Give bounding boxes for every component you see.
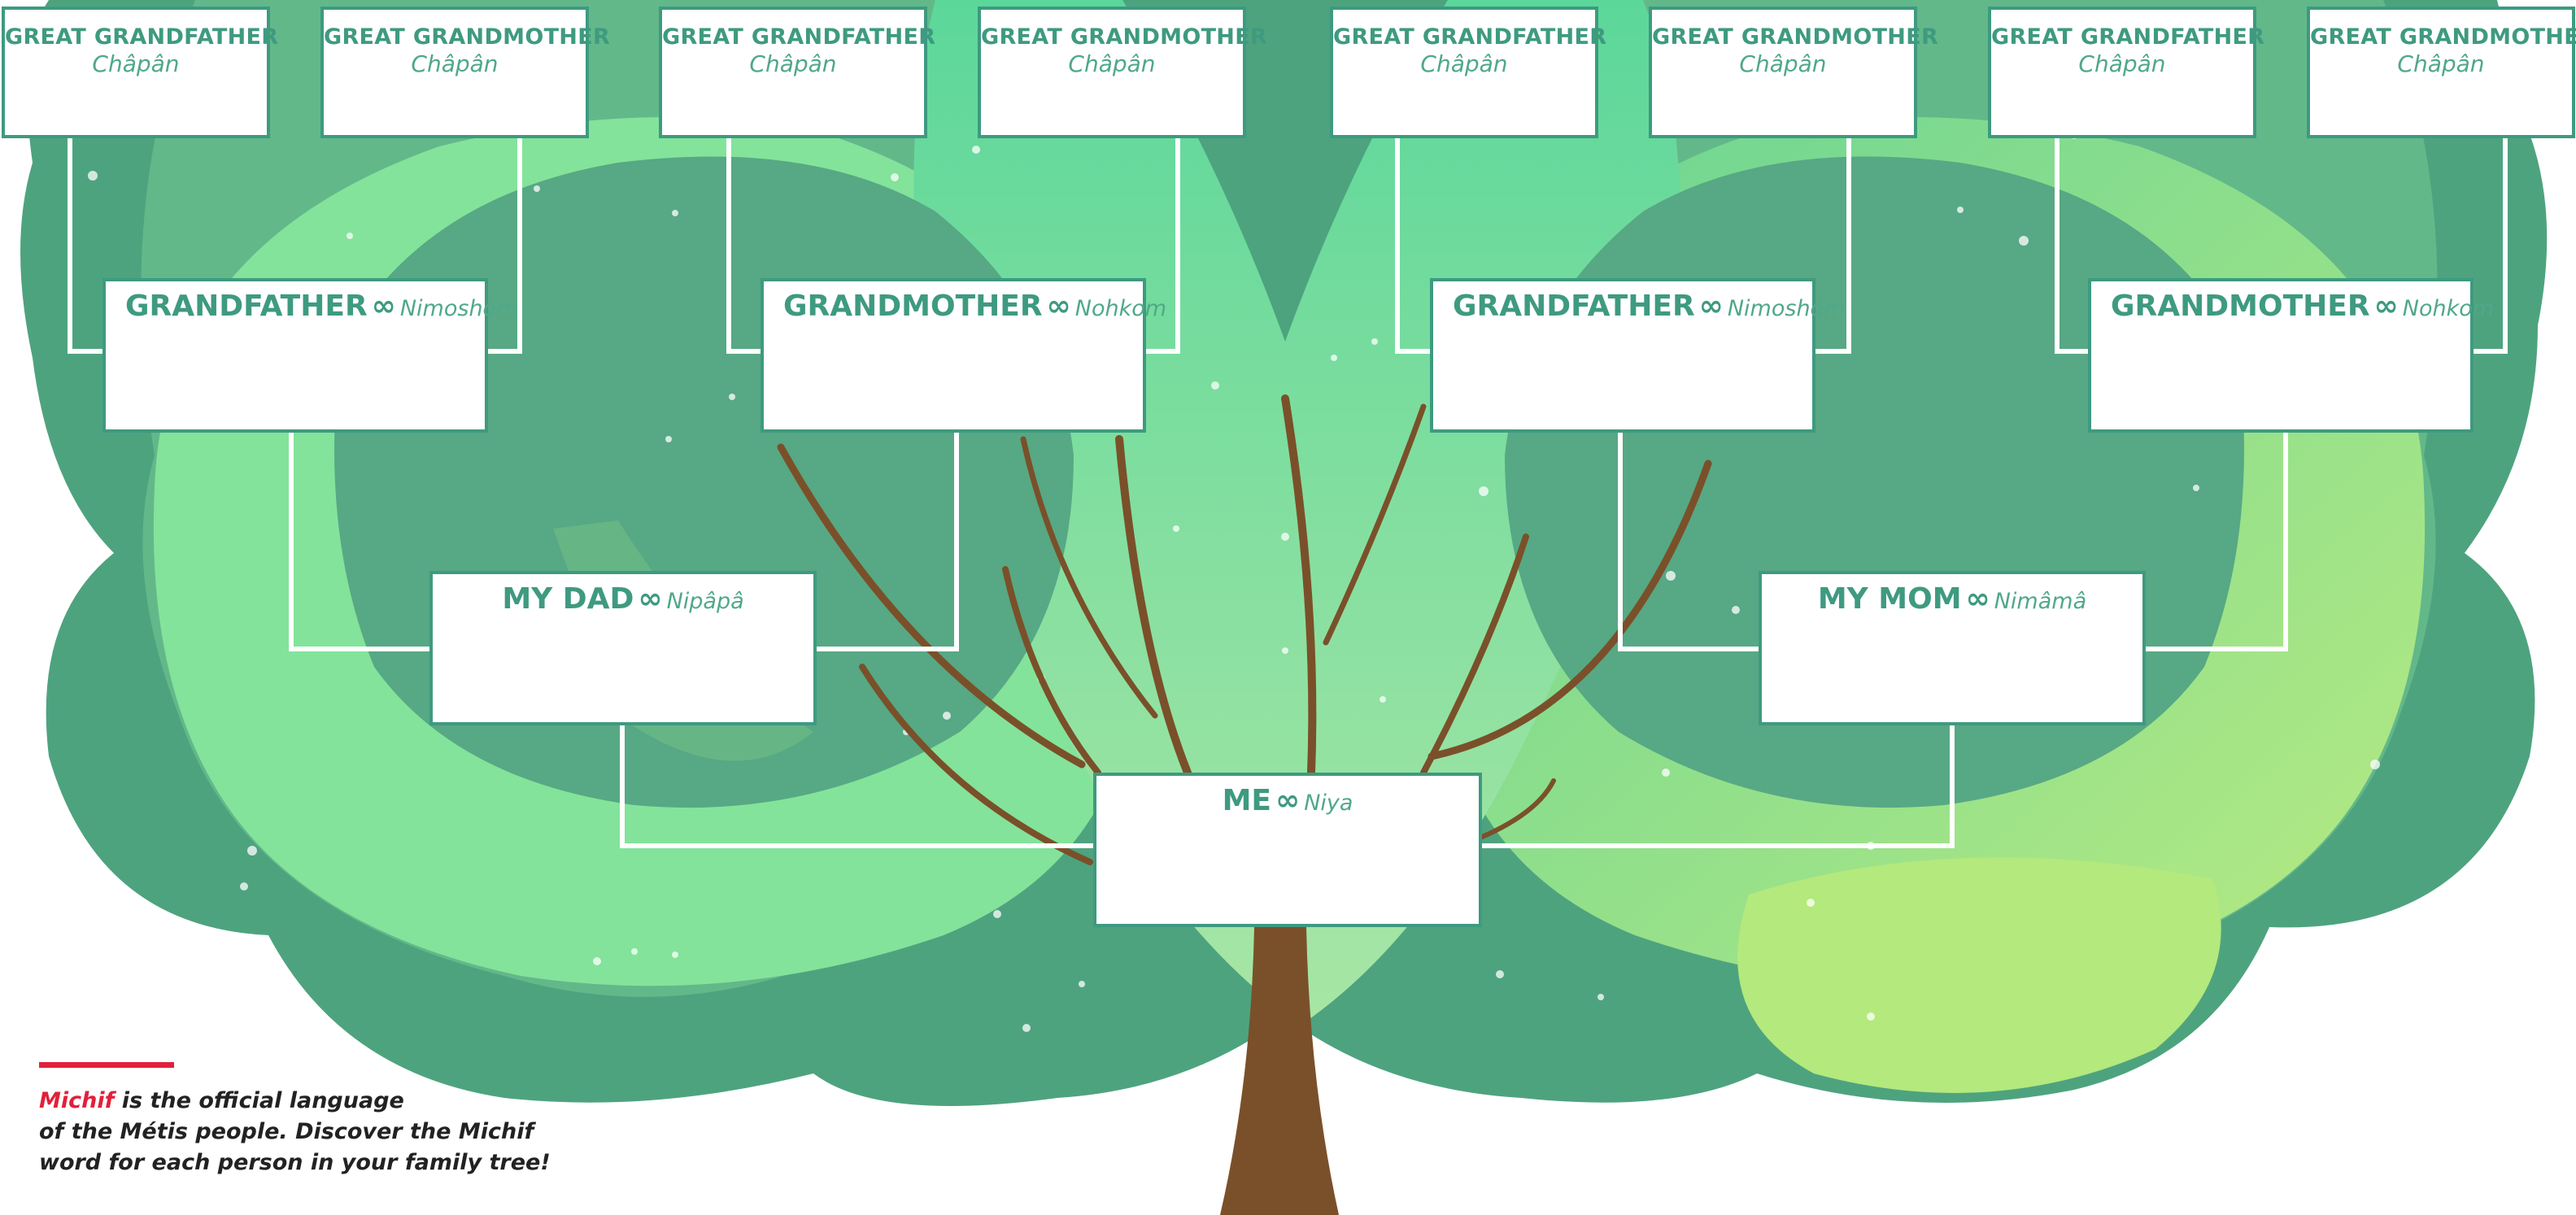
grandmother-box-paternal[interactable]: GRANDMOTHER ∞ Nohkom <box>761 278 1166 433</box>
michif-word: Nohkom <box>1074 296 1167 321</box>
great-grandmother-box-1[interactable]: GREAT GRANDMOTHER Châpân <box>320 7 611 138</box>
michif-word: Nimoshôm <box>399 296 518 321</box>
great-grandmother-box-2[interactable]: GREAT GRANDMOTHER Châpân <box>978 7 1268 138</box>
great-grandfather-label: GREAT GRANDFATHER <box>1333 24 1607 50</box>
great-grandfather-label: GREAT GRANDFATHER <box>1991 24 2265 50</box>
great-grandmother-label: GREAT GRANDMOTHER <box>2310 24 2576 50</box>
grandfather-label: GRANDFATHER <box>1453 290 1695 323</box>
grandmother-box-maternal[interactable]: GRANDMOTHER ∞ Nohkom <box>2088 278 2494 433</box>
michif-word: Nimâmâ <box>1994 589 2087 614</box>
michif-word: Châpân <box>2078 50 2166 77</box>
michif-word: Nimoshôm <box>1727 296 1846 321</box>
grandfather-box-paternal[interactable]: GRANDFATHER ∞ Nimoshôm <box>102 278 517 433</box>
mom-label: MY MOM <box>1817 582 1962 616</box>
infinity-link: ∞ <box>638 582 663 616</box>
great-grandfather-box-2[interactable]: GREAT GRANDFATHER Châpân <box>659 7 936 138</box>
michif-note: Michif is the official language of the M… <box>39 1062 551 1178</box>
infinity-link: ∞ <box>371 290 396 323</box>
great-grandfather-box-4[interactable]: GREAT GRANDFATHER Châpân <box>1988 7 2265 138</box>
michif-word: Châpân <box>1068 50 1156 77</box>
infinity-link: ∞ <box>1965 582 1990 616</box>
note-line-3: word for each person in your family tree… <box>39 1150 551 1175</box>
great-grandfather-label: GREAT GRANDFATHER <box>662 24 936 50</box>
grandfather-box-maternal[interactable]: GRANDFATHER ∞ Nimoshôm <box>1430 278 1845 433</box>
me-label: ME <box>1222 784 1271 817</box>
michif-word: Châpân <box>1420 50 1508 77</box>
great-grandmother-label: GREAT GRANDMOTHER <box>1652 24 1939 50</box>
me-box[interactable]: ME ∞ Niya <box>1093 773 1482 927</box>
michif-word: Châpân <box>92 50 180 77</box>
michif-word: Nipâpâ <box>666 589 744 614</box>
grandfather-label: GRANDFATHER <box>125 290 368 323</box>
great-grandmother-box-4[interactable]: GREAT GRANDMOTHER Châpân <box>2307 7 2576 138</box>
tree-connectors <box>68 138 2508 848</box>
great-grandmother-label: GREAT GRANDMOTHER <box>981 24 1268 50</box>
great-grandfather-label: GREAT GRANDFATHER <box>5 24 279 50</box>
great-grandfather-box-3[interactable]: GREAT GRANDFATHER Châpân <box>1330 7 1607 138</box>
great-grandmother-label: GREAT GRANDMOTHER <box>324 24 611 50</box>
infinity-link: ∞ <box>2373 290 2399 323</box>
michif-word: Châpân <box>749 50 837 77</box>
dad-box[interactable]: MY DAD ∞ Nipâpâ <box>429 571 817 725</box>
red-accent-line <box>39 1062 174 1068</box>
michif-word: Châpân <box>1739 50 1827 77</box>
michif-word: Nohkom <box>2402 296 2495 321</box>
infinity-link: ∞ <box>1046 290 1071 323</box>
infinity-link: ∞ <box>1698 290 1724 323</box>
michif-word: Châpân <box>411 50 499 77</box>
note-line-2: of the Métis people. Discover the Michif <box>39 1119 534 1144</box>
great-grandmother-box-3[interactable]: GREAT GRANDMOTHER Châpân <box>1649 7 1939 138</box>
great-grandfather-box-1[interactable]: GREAT GRANDFATHER Châpân <box>2 7 279 138</box>
infinity-link: ∞ <box>1275 784 1301 817</box>
dad-label: MY DAD <box>502 582 634 616</box>
mom-box[interactable]: MY MOM ∞ Nimâmâ <box>1759 571 2146 725</box>
michif-highlight: Michif <box>39 1088 115 1113</box>
grandmother-label: GRANDMOTHER <box>783 290 1043 323</box>
note-line-1: is the official language <box>114 1088 404 1113</box>
grandmother-label: GRANDMOTHER <box>2111 290 2370 323</box>
michif-word: Châpân <box>2397 50 2485 77</box>
michif-word: Niya <box>1304 790 1353 816</box>
